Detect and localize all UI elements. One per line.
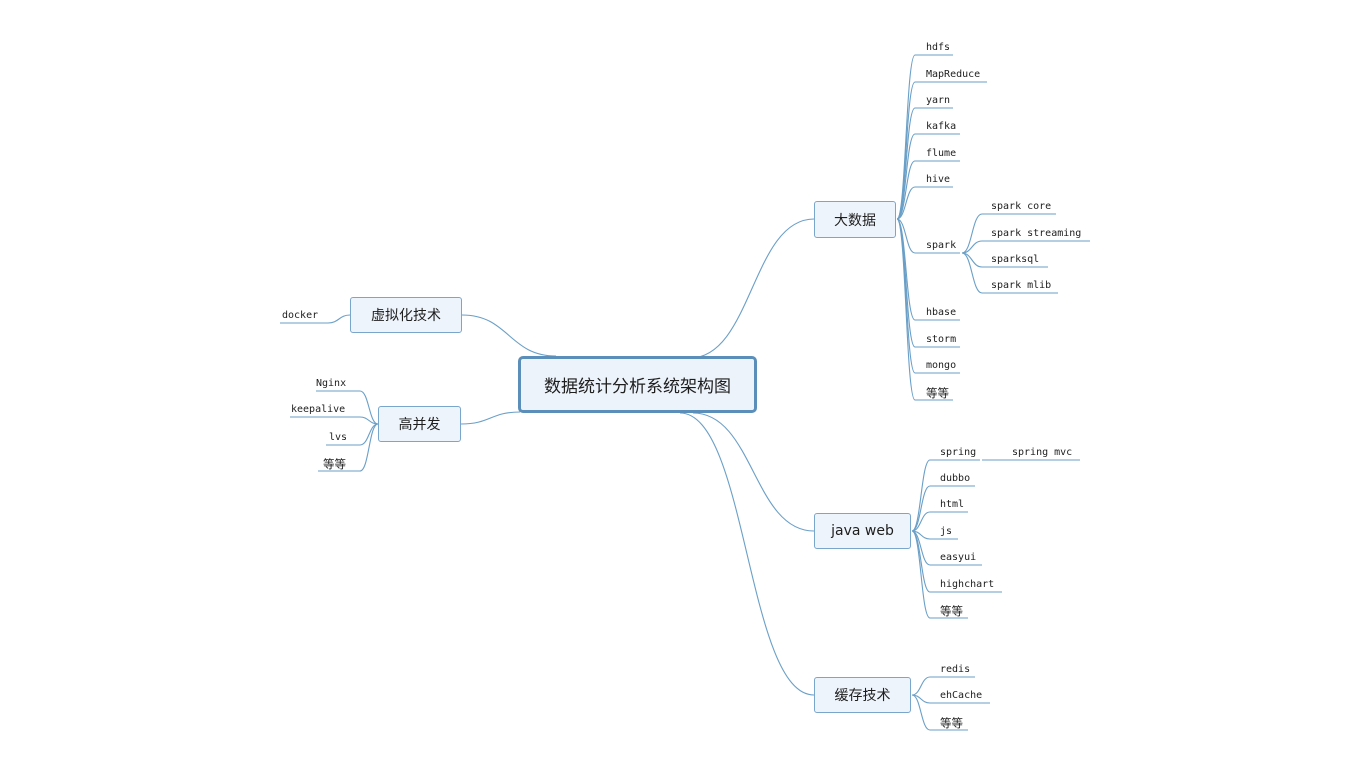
leaf-spark-1[interactable]: spark streaming	[991, 228, 1082, 239]
leaf-cache-0[interactable]: redis	[940, 664, 971, 675]
leaf-javaweb-5[interactable]: highchart	[940, 579, 995, 590]
leaf-bigdata-3[interactable]: kafka	[926, 121, 957, 132]
branch-node-virtualization[interactable]: 虚拟化技术	[350, 297, 462, 333]
leaf-javaweb-3[interactable]: js	[940, 526, 953, 537]
leaf-spark-0[interactable]: spark core	[991, 201, 1052, 212]
leaf-spark-2[interactable]: sparksql	[991, 254, 1040, 265]
root-node[interactable]: 数据统计分析系统架构图	[518, 356, 757, 413]
branch-node-javaweb[interactable]: java web	[814, 513, 911, 549]
leaf-bigdata-4[interactable]: flume	[926, 148, 957, 159]
leaf-concurrency-2[interactable]: lvs	[329, 432, 348, 443]
leaf-javaweb-2[interactable]: html	[940, 499, 965, 510]
leaf-javaweb-6[interactable]: 等等	[940, 604, 963, 618]
leaf-bigdata-10[interactable]: 等等	[926, 386, 949, 400]
leaf-javaweb-0[interactable]: spring	[940, 447, 977, 458]
branch-node-bigdata[interactable]: 大数据	[814, 201, 896, 238]
branch-node-cache[interactable]: 缓存技术	[814, 677, 911, 713]
leaf-spring-0[interactable]: spring mvc	[1012, 447, 1073, 458]
leaf-bigdata-7[interactable]: hbase	[926, 307, 957, 318]
branch-node-concurrency[interactable]: 高并发	[378, 406, 461, 442]
leaf-bigdata-2[interactable]: yarn	[926, 95, 951, 106]
leaf-bigdata-6[interactable]: spark	[926, 240, 957, 251]
leaf-cache-2[interactable]: 等等	[940, 716, 963, 730]
leaf-virtual-0[interactable]: docker	[282, 310, 319, 321]
leaf-cache-1[interactable]: ehCache	[940, 690, 983, 701]
leaf-bigdata-1[interactable]: MapReduce	[926, 69, 981, 80]
leaf-concurrency-0[interactable]: Nginx	[316, 378, 347, 389]
leaf-spark-3[interactable]: spark mlib	[991, 280, 1052, 291]
leaf-bigdata-8[interactable]: storm	[926, 334, 957, 345]
leaf-concurrency-3[interactable]: 等等	[323, 457, 346, 471]
leaf-bigdata-9[interactable]: mongo	[926, 360, 957, 371]
leaf-bigdata-0[interactable]: hdfs	[926, 42, 951, 53]
leaf-bigdata-5[interactable]: hive	[926, 174, 951, 185]
leaf-concurrency-1[interactable]: keepalive	[291, 404, 346, 415]
leaf-javaweb-1[interactable]: dubbo	[940, 473, 971, 484]
leaf-javaweb-4[interactable]: easyui	[940, 552, 977, 563]
